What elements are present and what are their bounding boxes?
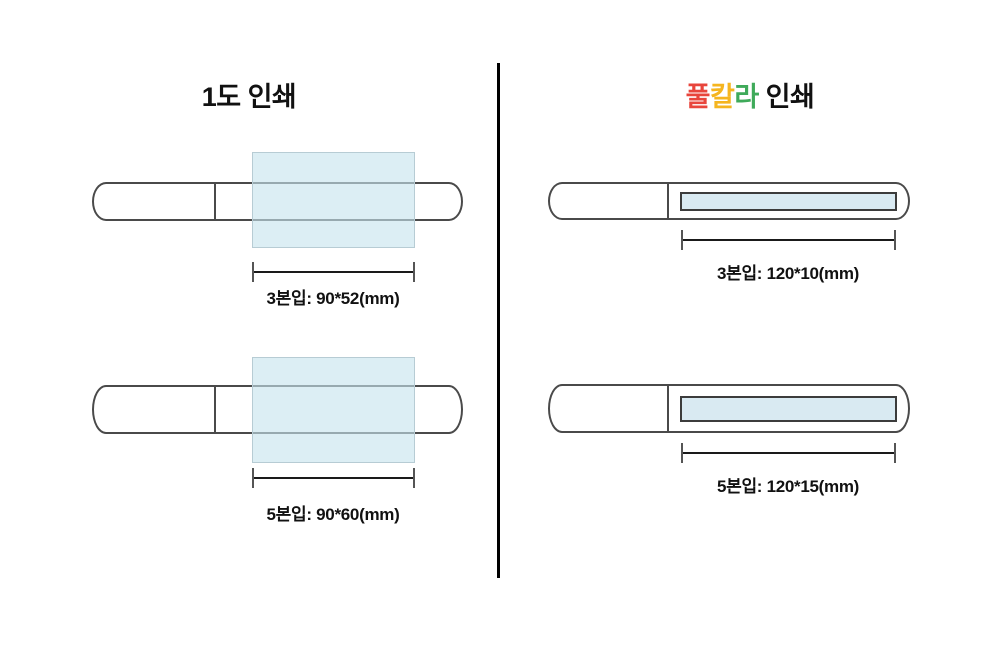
- right-panel-title: 풀칼라 인쇄: [500, 84, 1000, 111]
- dimension-tick-right: [413, 262, 415, 282]
- dimension-line: [252, 468, 415, 488]
- dimension-tick-right: [413, 468, 415, 488]
- left-panel-title-text: 1도 인쇄: [201, 82, 297, 112]
- dimension-label: 5본입: 90*60(mm): [266, 505, 400, 524]
- dimension-label: 3본입: 120*10(mm): [716, 264, 860, 283]
- dimension-line-bar: [252, 271, 415, 273]
- dimension-line-bar: [252, 477, 415, 479]
- pen-cap-divider: [667, 183, 669, 219]
- dimension-tick-left: [252, 468, 254, 488]
- right-panel-title-part-2: 칼: [709, 82, 735, 112]
- dimension-tick-left: [681, 443, 683, 463]
- print-area-bar: [680, 396, 897, 422]
- dimension-tick-left: [681, 230, 683, 250]
- panel-divider: [497, 63, 500, 578]
- dimension-tick-right: [894, 443, 896, 463]
- dimension-line: [681, 230, 896, 250]
- pen-cap-divider: [667, 385, 669, 432]
- pen-cap-divider: [214, 386, 216, 433]
- dimension-line: [252, 262, 415, 282]
- dimension-line-bar: [681, 239, 896, 241]
- print-area-rect: [252, 357, 415, 463]
- dimension-label: 5본입: 120*15(mm): [716, 477, 860, 496]
- right-panel-title-part-3: 라: [734, 82, 759, 112]
- dimension-line-bar: [681, 452, 896, 454]
- right-panel-title-part-4: 인쇄: [758, 82, 815, 112]
- print-area-bar: [680, 192, 897, 211]
- left-panel-title: 1도 인쇄: [0, 84, 498, 111]
- dimension-line: [681, 443, 896, 463]
- dimension-label: 3본입: 90*52(mm): [266, 289, 400, 308]
- dimension-tick-left: [252, 262, 254, 282]
- pen-cap-divider: [214, 183, 216, 220]
- dimension-tick-right: [894, 230, 896, 250]
- print-area-rect: [252, 152, 415, 248]
- right-panel-title-part-1: 풀: [685, 82, 711, 112]
